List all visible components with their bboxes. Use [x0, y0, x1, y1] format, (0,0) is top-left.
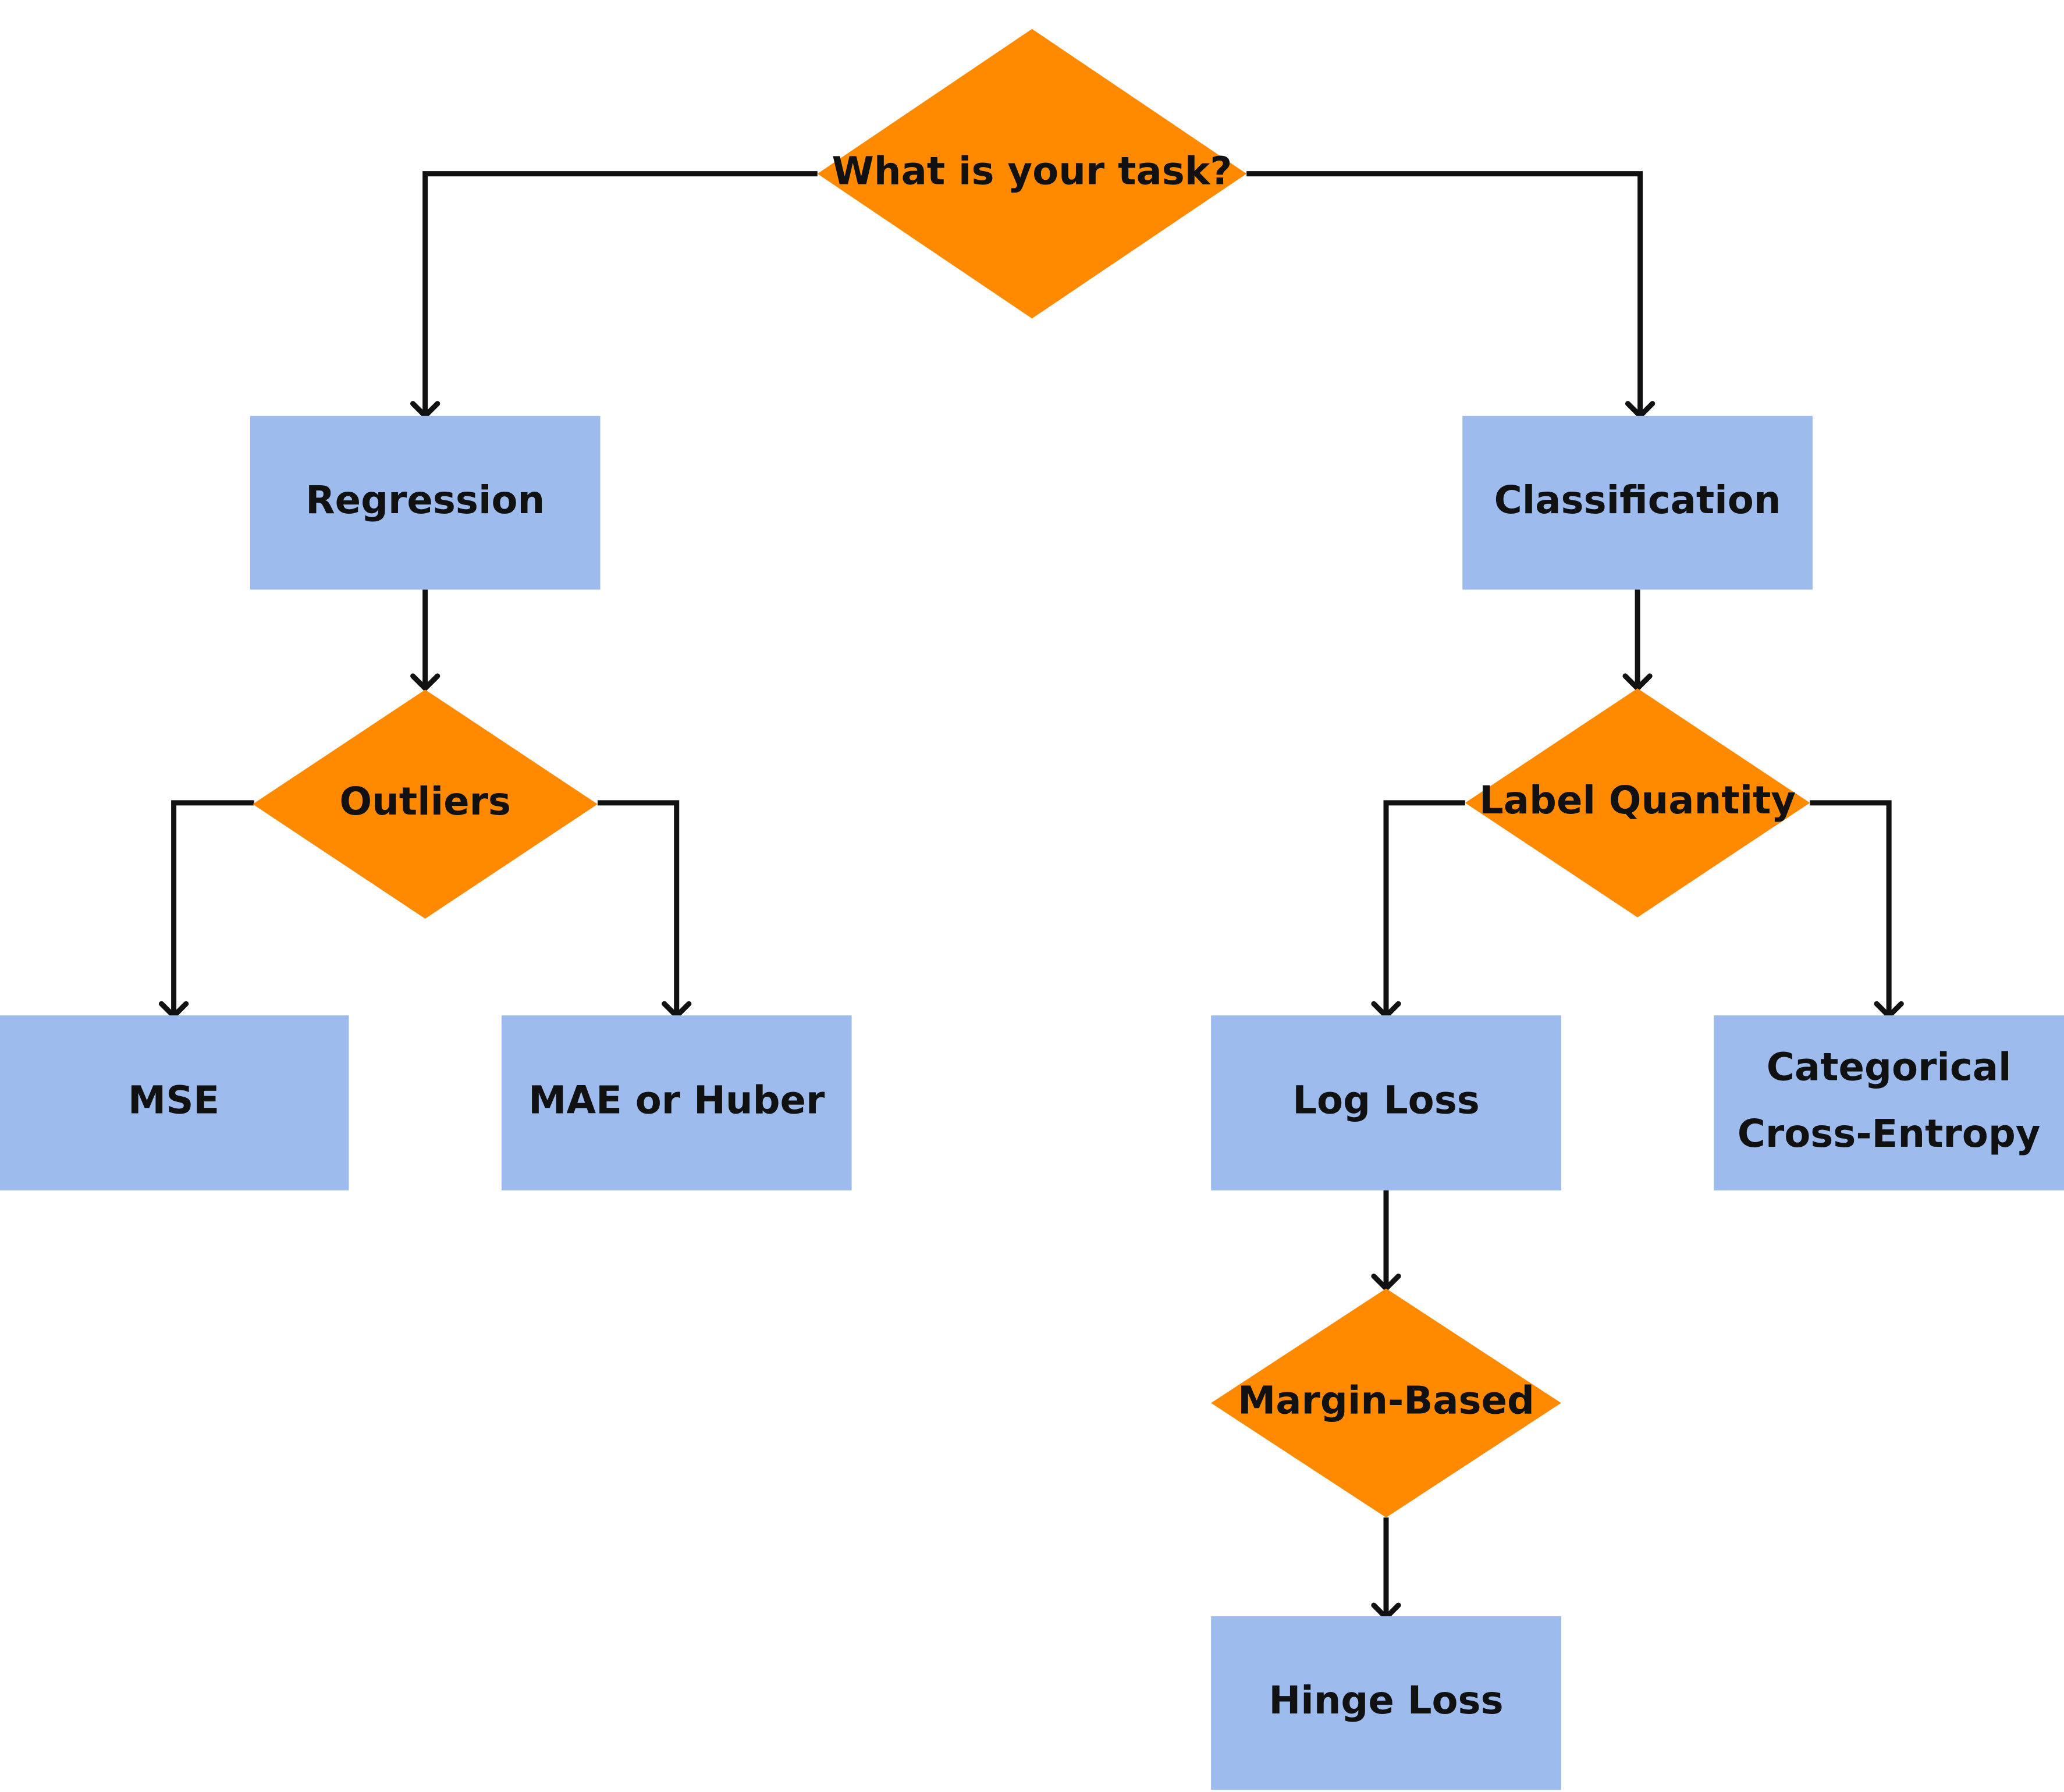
- node-margin-based: Margin-Based: [1211, 1288, 1561, 1518]
- node-regression: Regression: [250, 415, 601, 590]
- node-hinge-loss: Hinge Loss: [1211, 1616, 1561, 1790]
- node-label-margin-based: Margin-Based: [1238, 1378, 1534, 1423]
- node-label-mse: MSE: [128, 1079, 219, 1123]
- outcome-box-mae-huber: [501, 1015, 852, 1191]
- node-label-quantity: Label Quantity: [1465, 688, 1810, 918]
- nodes: What is your task? Regression Classificati…: [0, 29, 2064, 1790]
- decision-diamond-margin-based: [1211, 1288, 1561, 1518]
- node-label-task: What is your task?: [832, 150, 1232, 194]
- outcome-box-mse: [0, 1015, 349, 1191]
- node-outliers: Outliers: [253, 689, 598, 919]
- node-label-regression: Regression: [305, 478, 545, 522]
- node-mae-huber: MAE or Huber: [501, 1015, 852, 1191]
- node-label-hinge-loss: Hinge Loss: [1269, 1679, 1503, 1723]
- outcome-box-categorical-ce: [1714, 1015, 2064, 1191]
- outcome-box-hinge-loss: [1211, 1616, 1561, 1790]
- connector-task-to-regression: [422, 171, 818, 416]
- outcome-box-log-loss: [1211, 1015, 1561, 1191]
- decision-diamond-label-quantity: [1465, 688, 1810, 918]
- connector-task-to-classification: [1246, 171, 1643, 416]
- connector-label_quantity-to-categorical_ce: [1810, 800, 1892, 1016]
- node-label-mae-huber: MAE or Huber: [528, 1079, 825, 1123]
- connector-label_quantity-to-log_loss: [1383, 800, 1465, 1016]
- node-label-classification: Classification: [1494, 478, 1781, 522]
- node-label-categorical-ce-line-1: Categorical: [1767, 1045, 2012, 1089]
- node-label-outliers: Outliers: [339, 780, 511, 824]
- node-label-categorical-ce-line-2: Cross-Entropy: [1738, 1112, 2041, 1156]
- outcome-box-regression: [250, 415, 601, 590]
- node-label-label-quantity: Label Quantity: [1479, 778, 1796, 823]
- decision-diamond-outliers: [253, 689, 598, 919]
- outcome-box-classification: [1462, 415, 1813, 590]
- node-task: What is your task?: [817, 29, 1247, 319]
- arrowhead-outliers: [410, 673, 440, 691]
- connector-outliers-to-mse: [171, 800, 254, 1016]
- node-label-log-loss: Log Loss: [1292, 1079, 1480, 1123]
- node-classification: Classification: [1462, 415, 1813, 590]
- decision-diamond-task: [817, 29, 1247, 319]
- node-log-loss: Log Loss: [1211, 1015, 1561, 1191]
- connector-outliers-to-mae_huber: [598, 800, 680, 1016]
- node-mse: MSE: [0, 1015, 349, 1191]
